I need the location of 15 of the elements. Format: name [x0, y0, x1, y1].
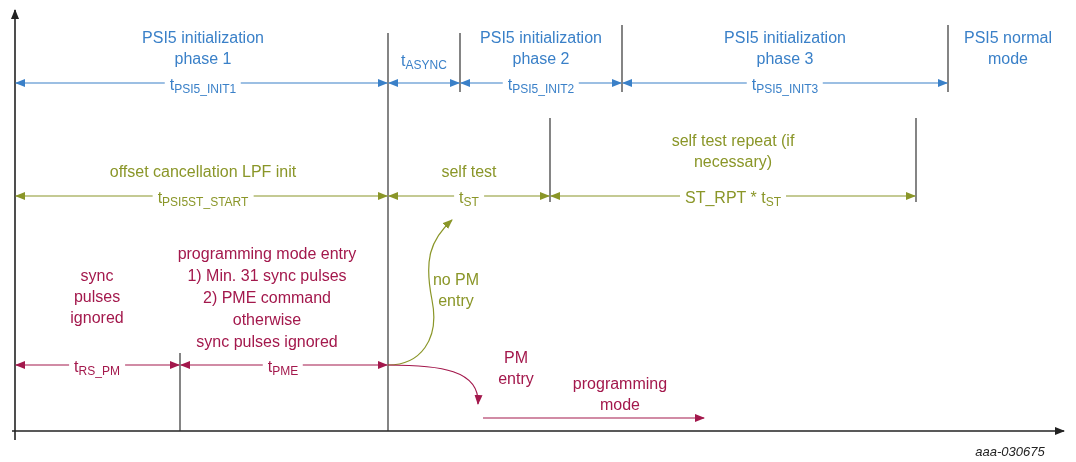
- condition-text: 2) PME command: [203, 287, 331, 308]
- phase-label: programming mode entry: [177, 243, 357, 264]
- condition-text: 1) Min. 31 sync pulses: [187, 265, 347, 286]
- phase-label: self test repeat (if necessary): [670, 131, 796, 172]
- figure-id: aaa-030675: [975, 442, 1045, 461]
- branch-label: no PM entry: [431, 270, 481, 311]
- phase-label: programming mode: [571, 374, 669, 415]
- condition-text: otherwise: [232, 309, 302, 330]
- branch-label: PM entry: [497, 348, 535, 389]
- phase-label: PSI5 normal mode: [962, 28, 1053, 69]
- phase-label: offset cancellation LPF init: [109, 161, 297, 182]
- condition-text: sync pulses ignored: [196, 331, 338, 352]
- phase-label: sync pulses ignored: [69, 265, 125, 328]
- duration-label: t$_{ASYNC}$: [401, 50, 447, 71]
- phase-label: self test: [441, 161, 497, 182]
